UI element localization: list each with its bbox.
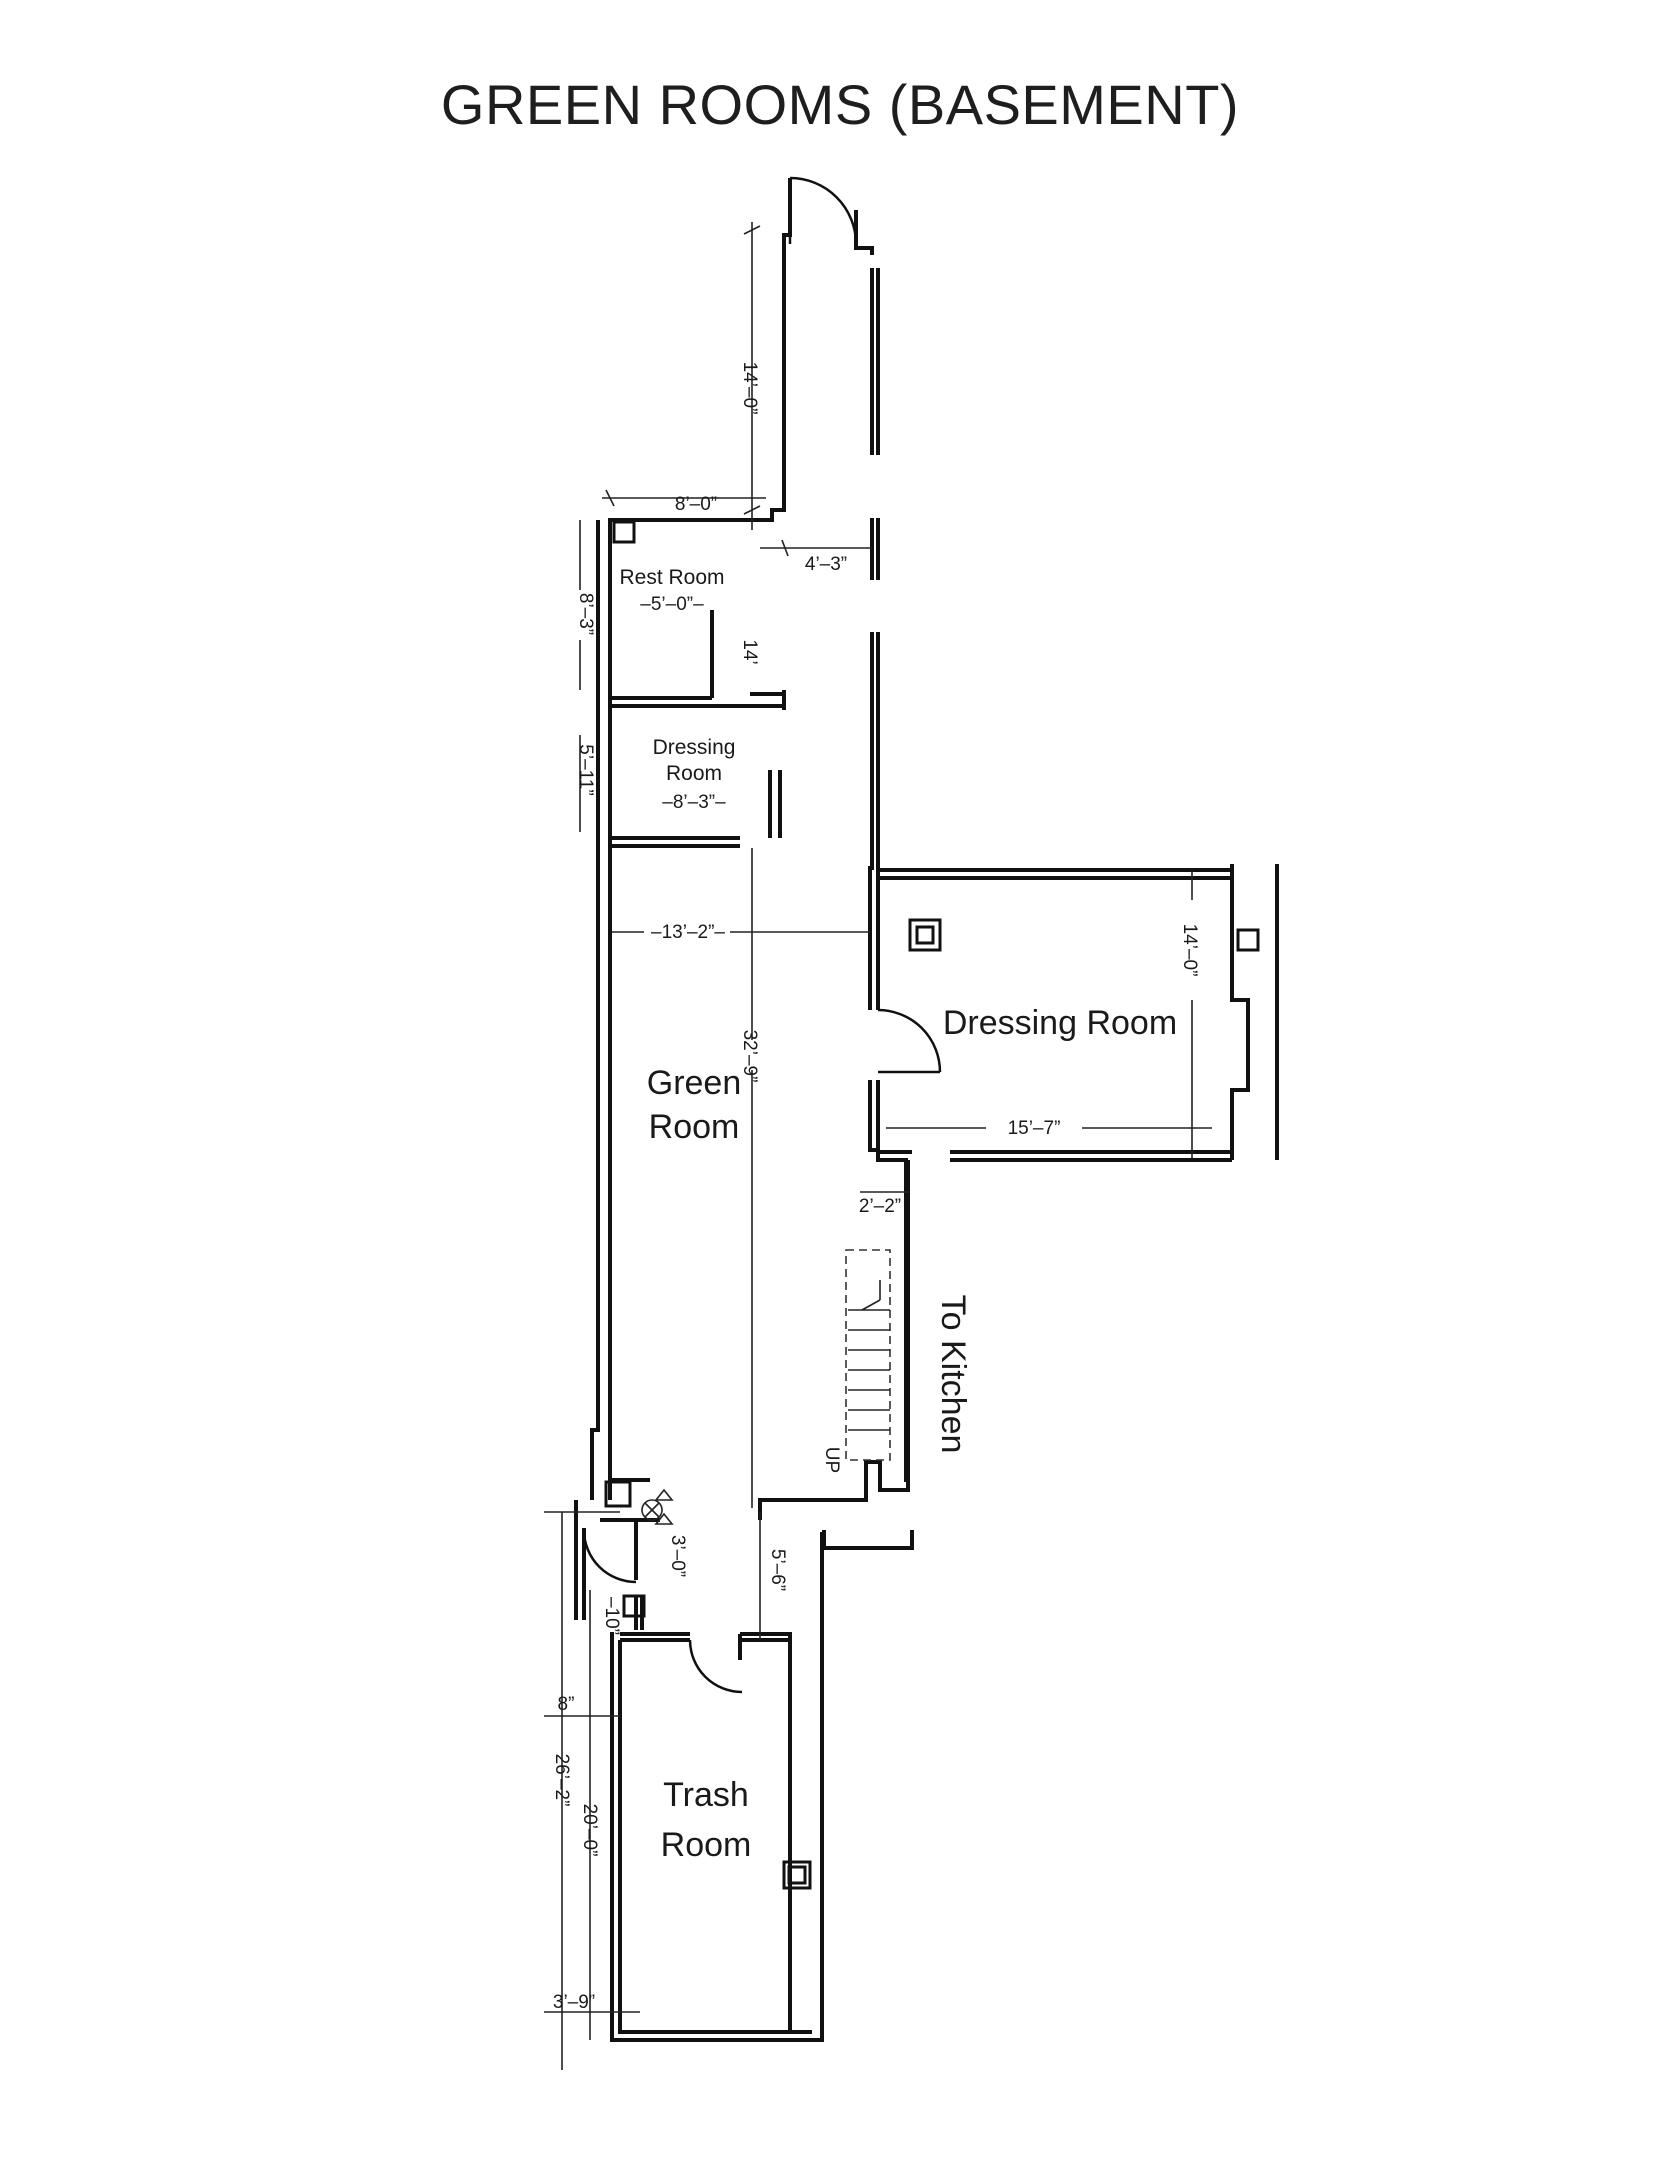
trash-corridor-door [582, 1529, 637, 1584]
dim-restroom-depth: 8’–3” [575, 593, 596, 635]
column-lower-left [604, 1480, 632, 1508]
lower-walls [574, 1478, 914, 1630]
dim-green-length: 32’–9” [739, 1030, 760, 1083]
label-dressing-small-1: Dressing [653, 736, 736, 759]
dim-restroom-inner: –5’–0”– [640, 594, 704, 615]
dim-dressing-small-depth: 5’–11” [575, 744, 596, 795]
dim-corridor-length: 14’–0” [739, 362, 760, 415]
trash-room-walls [610, 1532, 824, 2042]
label-dressing-large: Dressing Room [943, 1004, 1177, 1042]
valve-symbol [641, 1488, 674, 1525]
dressing-room-large-walls [878, 864, 1279, 1162]
column-dressing-a-inner [915, 925, 935, 945]
dim-dressing-small-width: –8’–3”– [662, 792, 726, 813]
dim-stair-offset: 2’–2” [859, 1196, 901, 1217]
label-dressing-small-2: Room [666, 762, 722, 785]
column-dressing-a [908, 918, 942, 952]
column-dressing-b [1236, 928, 1260, 952]
dim-corridor-width: 4’–3” [805, 554, 847, 575]
trash-room-door [688, 1639, 743, 1694]
dim-dressing-large-depth: 14’–0” [1179, 924, 1200, 977]
label-green-2: Room [649, 1108, 740, 1146]
label-to-kitchen: To Kitchen [934, 1295, 972, 1454]
entry-door-swing [789, 176, 858, 245]
label-up: UP [821, 1447, 842, 1473]
dressing-door-swing [877, 1008, 942, 1073]
dim-small-8: 8” [558, 1694, 575, 1715]
dim-side-14: 14’ [739, 639, 760, 664]
dim-trash-corr-width: 5’–6” [767, 1549, 788, 1591]
dim-trash-total: 26’–2” [551, 1754, 572, 1807]
green-room-right-wall [868, 866, 942, 1152]
restroom-partitions [612, 610, 786, 848]
stair-to-kitchen [790, 1150, 910, 1502]
dim-trash-bottom: 3’–9” [553, 1992, 595, 2013]
dim-restroom-width-top: 8’–0” [675, 494, 717, 515]
dimension-lines [544, 222, 1212, 2070]
label-trash-2: Room [661, 1826, 752, 1864]
dim-green-width: –13’–2”– [651, 922, 725, 943]
dim-dressing-large-width: 15’–7” [1008, 1118, 1061, 1139]
label-rest-room: Rest Room [619, 566, 724, 589]
column-trash-inner [787, 1865, 807, 1885]
label-trash-1: Trash [663, 1776, 749, 1814]
column-corridor [622, 1594, 646, 1618]
dim-small-3-0: 3’–0” [667, 1535, 688, 1577]
dim-trash-depth: 20’–0” [579, 1804, 600, 1857]
label-green-1: Green [647, 1064, 742, 1102]
column-restroom [612, 520, 636, 544]
left-exterior-wall [590, 520, 636, 1500]
column-trash [782, 1860, 812, 1890]
page-title: GREEN ROOMS (BASEMENT) [440, 73, 1240, 136]
dim-small-10: –10” [601, 1597, 622, 1635]
